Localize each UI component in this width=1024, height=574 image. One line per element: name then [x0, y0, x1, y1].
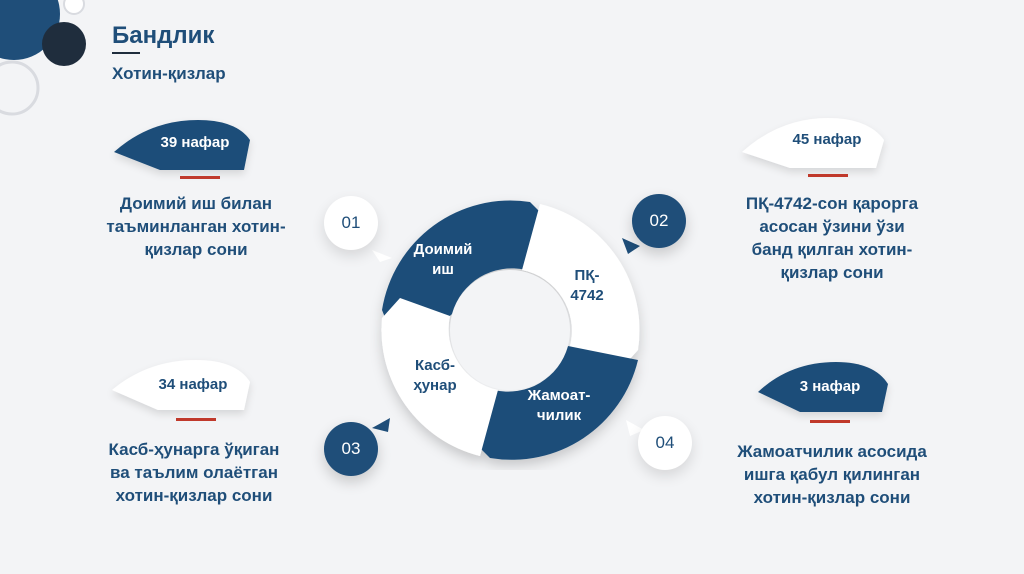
description-line: қизлар сони	[780, 263, 884, 282]
segment-label-line: чилик	[536, 407, 582, 424]
description-line: Касб-ҳунарга ўқиган	[108, 440, 280, 459]
badge-45: 45 нафар	[792, 131, 862, 148]
description-02: ПҚ-4742-сон қарорга асосан ўзини ўзи бан…	[722, 192, 942, 284]
description-04: Жамоатчилик асосида ишга қабул қилинган …	[722, 440, 942, 509]
red-divider	[810, 420, 850, 423]
badge-3: 3 нафар	[799, 378, 861, 395]
badge-39: 39 нафар	[160, 134, 230, 151]
item-number-01: 01	[324, 196, 378, 250]
description-line: банд қилган хотин-	[751, 240, 913, 259]
item-number-04: 04	[638, 416, 692, 470]
description-line: Доимий иш билан	[119, 194, 273, 213]
red-divider	[808, 174, 848, 177]
red-divider	[180, 176, 220, 179]
segment-pk-4742	[522, 204, 640, 370]
item-number-02: 02	[632, 194, 686, 248]
item-number-03: 03	[324, 422, 378, 476]
segment-label-line: 4742	[570, 287, 604, 304]
description-line: ва таълим олаётган	[110, 463, 278, 482]
segment-label-line: Касб-	[414, 357, 456, 374]
description-line: асосан ўзини ўзи	[759, 217, 905, 236]
segment-label-doimiy-ish: Доимий иш	[398, 240, 488, 280]
segment-label-pk-4742: ПҚ- 4742	[542, 266, 632, 306]
description-line: ПҚ-4742-сон қарорга	[745, 194, 919, 213]
description-03: Касб-ҳунарга ўқиган ва таълим олаётган х…	[84, 438, 304, 507]
description-line: хотин-қизлар сони	[753, 488, 911, 507]
segment-jamoatchilik	[470, 346, 638, 460]
segment-label-line: Жамоат-	[527, 387, 591, 404]
description-line: Жамоатчилик асосида	[737, 442, 927, 461]
segment-label-kasb-hunar: Касб- ҳунар	[390, 356, 480, 396]
segment-label-line: ПҚ-	[574, 267, 600, 284]
segment-kasb-hunar	[381, 298, 498, 456]
segment-label-jamoatchilik: Жамоат- чилик	[514, 386, 604, 426]
red-divider	[176, 418, 216, 421]
segment-label-line: ҳунар	[413, 377, 457, 394]
page-title: Бандлик	[112, 22, 215, 49]
page-subtitle: Хотин-қизлар	[112, 64, 226, 83]
title-underline	[112, 52, 140, 54]
description-01: Доимий иш билан таъминланган хотин- қизл…	[86, 192, 306, 261]
segment-label-line: иш	[432, 261, 454, 278]
description-line: қизлар сони	[144, 240, 248, 259]
description-line: таъминланган хотин-	[106, 217, 286, 236]
description-line: ишга қабул қилинган	[743, 465, 921, 484]
segment-label-line: Доимий	[413, 241, 473, 258]
decorative-circles	[0, 0, 86, 116]
cycle-diagram	[381, 200, 640, 460]
badge-34: 34 нафар	[158, 376, 228, 393]
description-line: хотин-қизлар сони	[115, 486, 273, 505]
